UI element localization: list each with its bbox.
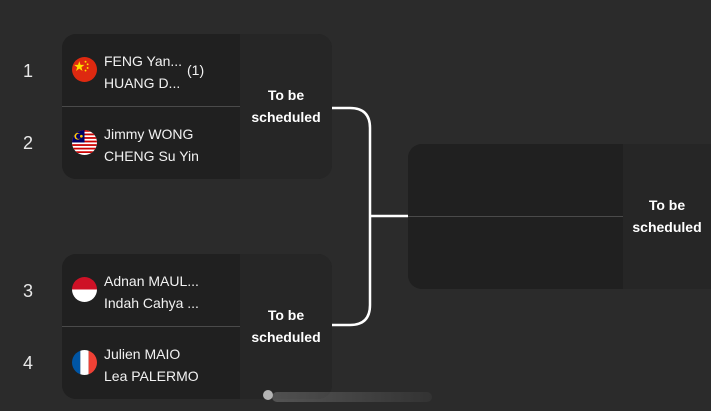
china-flag-icon [72,57,97,82]
match-teams-panel: FENG Yan... HUANG D... (1) [62,34,240,179]
match-card-semifinal-1[interactable]: FENG Yan... HUANG D... (1) [62,34,332,179]
team-players: Julien MAIO Lea PALERMO [104,343,199,387]
seed-number-4: 4 [22,353,33,373]
france-flag-icon [72,350,97,375]
team-seed-tag: (1) [187,62,205,78]
player-name: Julien MAIO [104,346,181,362]
match-status-panel: To be scheduled [240,254,332,399]
player-name: HUANG D... [104,75,181,91]
team-divider [62,326,240,327]
team-players: Adnan MAUL... Indah Cahya ... [104,270,199,314]
player-name: FENG Yan... [104,53,183,69]
player-name: Lea PALERMO [104,368,199,384]
overlay-dot-icon [263,390,273,400]
match-status-panel: To be scheduled [623,144,711,289]
team-row-seed-3[interactable]: Adnan MAUL... Indah Cahya ... [62,254,240,326]
team-row-seed-4[interactable]: Julien MAIO Lea PALERMO [62,327,240,399]
match-status-line: To be [648,197,686,213]
seed-number-1: 1 [22,61,33,81]
match-teams-panel [408,144,623,289]
match-card-final[interactable]: To be scheduled [408,144,711,289]
match-status-line: To be [267,307,305,323]
seed-number-2: 2 [22,133,33,153]
player-name: Jimmy WONG [104,126,194,142]
indonesia-flag-icon [72,277,97,302]
match-status-panel: To be scheduled [240,34,332,179]
team-divider [62,106,240,107]
team-row-seed-1[interactable]: FENG Yan... HUANG D... (1) [62,34,240,106]
overlay-watermark [272,392,432,402]
match-status-line: scheduled [632,219,702,235]
match-status-line: scheduled [251,329,321,345]
team-players: Jimmy WONG CHENG Su Yin [104,123,199,167]
player-name: Adnan MAUL... [104,273,199,289]
seed-number-3: 3 [22,281,33,301]
match-status: To be scheduled [240,84,332,128]
match-status: To be scheduled [240,304,332,348]
malaysia-flag-icon [72,130,97,155]
team-row-seed-2[interactable]: Jimmy WONG CHENG Su Yin [62,107,240,179]
match-card-semifinal-2[interactable]: Adnan MAUL... Indah Cahya ... Julien MAI… [62,254,332,399]
team-players: FENG Yan... HUANG D... [104,50,182,94]
match-teams-panel: Adnan MAUL... Indah Cahya ... Julien MAI… [62,254,240,399]
player-name: CHENG Su Yin [104,148,199,164]
match-status-line: To be [267,87,305,103]
match-status-line: scheduled [251,109,321,125]
match-status: To be scheduled [623,194,711,238]
team-divider [408,216,623,217]
player-name: Indah Cahya ... [104,295,199,311]
